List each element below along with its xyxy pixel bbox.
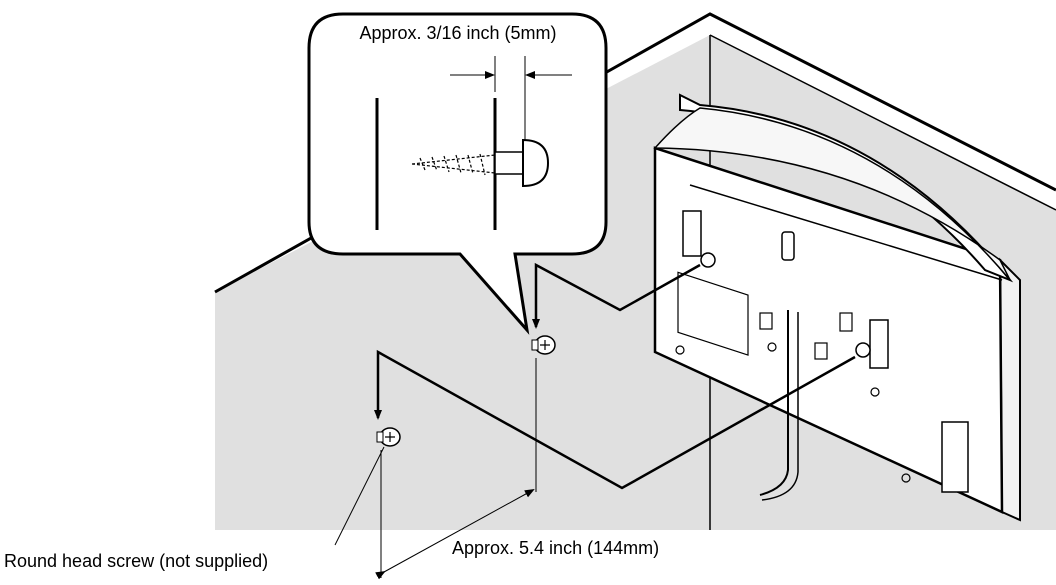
screw-detail-callout (307, 12, 608, 335)
wall-inner-top-edge (709, 34, 1056, 211)
wall-hook-slot-right (869, 319, 889, 369)
screw-label-leader (334, 446, 385, 546)
spacing-dimension-line (375, 489, 535, 580)
lower-screw-shank (376, 431, 384, 443)
upper-screw-shank (531, 339, 539, 351)
foot-4 (901, 473, 911, 483)
mounting-hole-right (855, 342, 871, 358)
foot-3 (870, 387, 880, 397)
lower-screw-cross-icon (385, 432, 395, 442)
lower-guide-arrow (374, 349, 856, 490)
base-unit-ridge (689, 184, 1003, 281)
callout-screw-shank (494, 151, 524, 175)
callout-screw-head (522, 138, 550, 188)
base-unit (653, 93, 1021, 522)
connector-b (814, 342, 828, 360)
base-unit-cord-outline (761, 312, 799, 501)
label-area (677, 271, 749, 356)
connector-a (759, 312, 773, 330)
lower-screw (376, 427, 401, 447)
screw-spacing-label: Approx. 5.4 inch (144mm) (452, 538, 659, 558)
wall-hook-slot-left (682, 210, 702, 257)
base-unit-top-face (653, 107, 1011, 281)
cord-clip (781, 231, 795, 261)
callout-gap-label: Approx. 3/16 inch (5mm) (359, 23, 556, 43)
upper-screw (531, 335, 556, 355)
foot-1 (675, 345, 685, 355)
base-unit-cord (759, 310, 789, 496)
base-unit-body (653, 146, 1004, 514)
callout-bubble (307, 12, 608, 335)
round-head-screw-label: Round head screw (not supplied) (4, 551, 268, 571)
upper-screw-cross-icon (540, 340, 550, 350)
foot-2 (767, 342, 777, 352)
connector-c (839, 312, 853, 332)
mounting-hole-left (700, 252, 716, 268)
upper-guide-arrow (532, 262, 701, 329)
side-port (941, 421, 969, 493)
callout-screw-thread (411, 153, 496, 176)
